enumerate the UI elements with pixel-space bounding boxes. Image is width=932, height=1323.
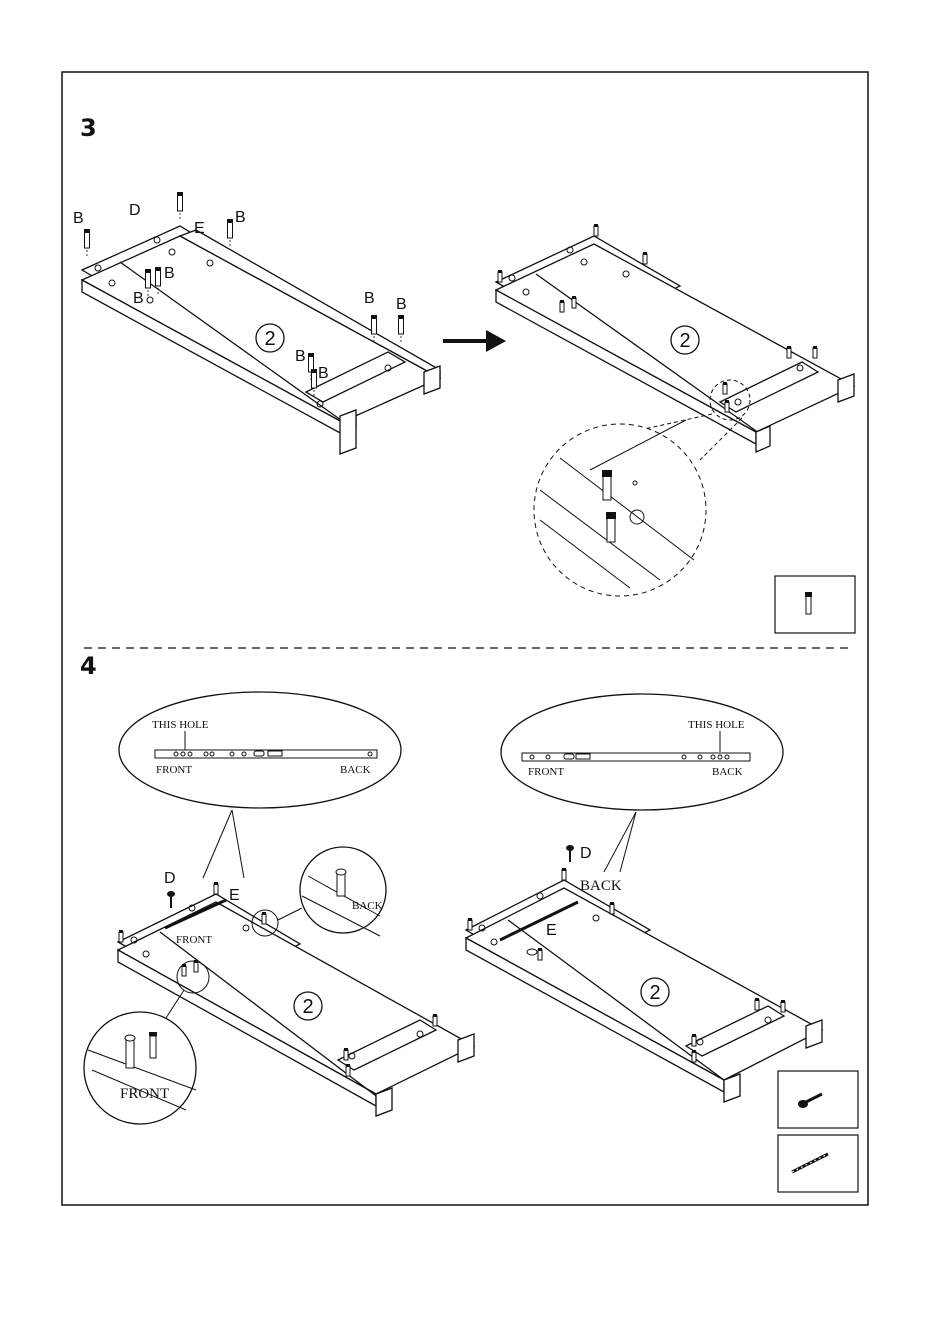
this-hole-left: THIS HOLE xyxy=(152,719,209,731)
screw-icon xyxy=(778,1071,858,1128)
label-b-2: B xyxy=(235,209,246,226)
svg-text:2: 2 xyxy=(264,328,275,350)
drawer-rail-icon xyxy=(778,1135,858,1192)
svg-text:2: 2 xyxy=(649,982,660,1004)
label-b-6: B xyxy=(396,296,407,313)
svg-text:2: 2 xyxy=(679,330,690,352)
step3-left-frame xyxy=(82,226,440,454)
svg-text:2: 2 xyxy=(302,996,313,1018)
wooden-dowel-icon xyxy=(775,576,855,633)
label-b-5: B xyxy=(364,290,375,307)
rail-front-label-right: FRONT xyxy=(528,766,564,778)
svg-text:FRONT: FRONT xyxy=(120,1086,169,1102)
step4-right-e: E xyxy=(546,922,557,939)
step4-right-back: BACK xyxy=(580,878,622,894)
arrow-right-icon xyxy=(443,330,506,352)
label-b-1: B xyxy=(73,210,84,227)
step4-right-rail-callout: THIS HOLE FRONT BACK xyxy=(501,694,783,810)
this-hole-right: THIS HOLE xyxy=(688,719,745,731)
step3-right-frame xyxy=(496,236,854,452)
rail-front-label: FRONT xyxy=(156,764,192,776)
screw-d-left xyxy=(167,891,175,908)
label-b-7: B xyxy=(295,348,306,365)
step4-left-d: D xyxy=(164,870,176,887)
label-e: E xyxy=(194,220,205,237)
svg-text:BACK: BACK xyxy=(352,900,383,912)
step4-left-rail-callout: THIS HOLE FRONT BACK xyxy=(119,692,401,808)
step4-right-frame xyxy=(466,880,822,1102)
step-4-number: 4 xyxy=(80,652,97,680)
screw-d-right xyxy=(566,845,574,862)
label-b-8: B xyxy=(318,365,329,382)
step4-left-e: E xyxy=(229,887,240,904)
rail-back-label-right: BACK xyxy=(712,766,743,778)
step-3-number: 3 xyxy=(80,114,97,142)
label-b-4: B xyxy=(133,290,144,307)
label-d: D xyxy=(129,202,141,219)
rail-back-label: BACK xyxy=(340,764,371,776)
step4-right-d: D xyxy=(580,845,592,862)
step4-left-front: FRONT xyxy=(176,934,212,946)
zoom-back-detail: BACK xyxy=(252,847,386,936)
label-b-3: B xyxy=(164,265,175,282)
